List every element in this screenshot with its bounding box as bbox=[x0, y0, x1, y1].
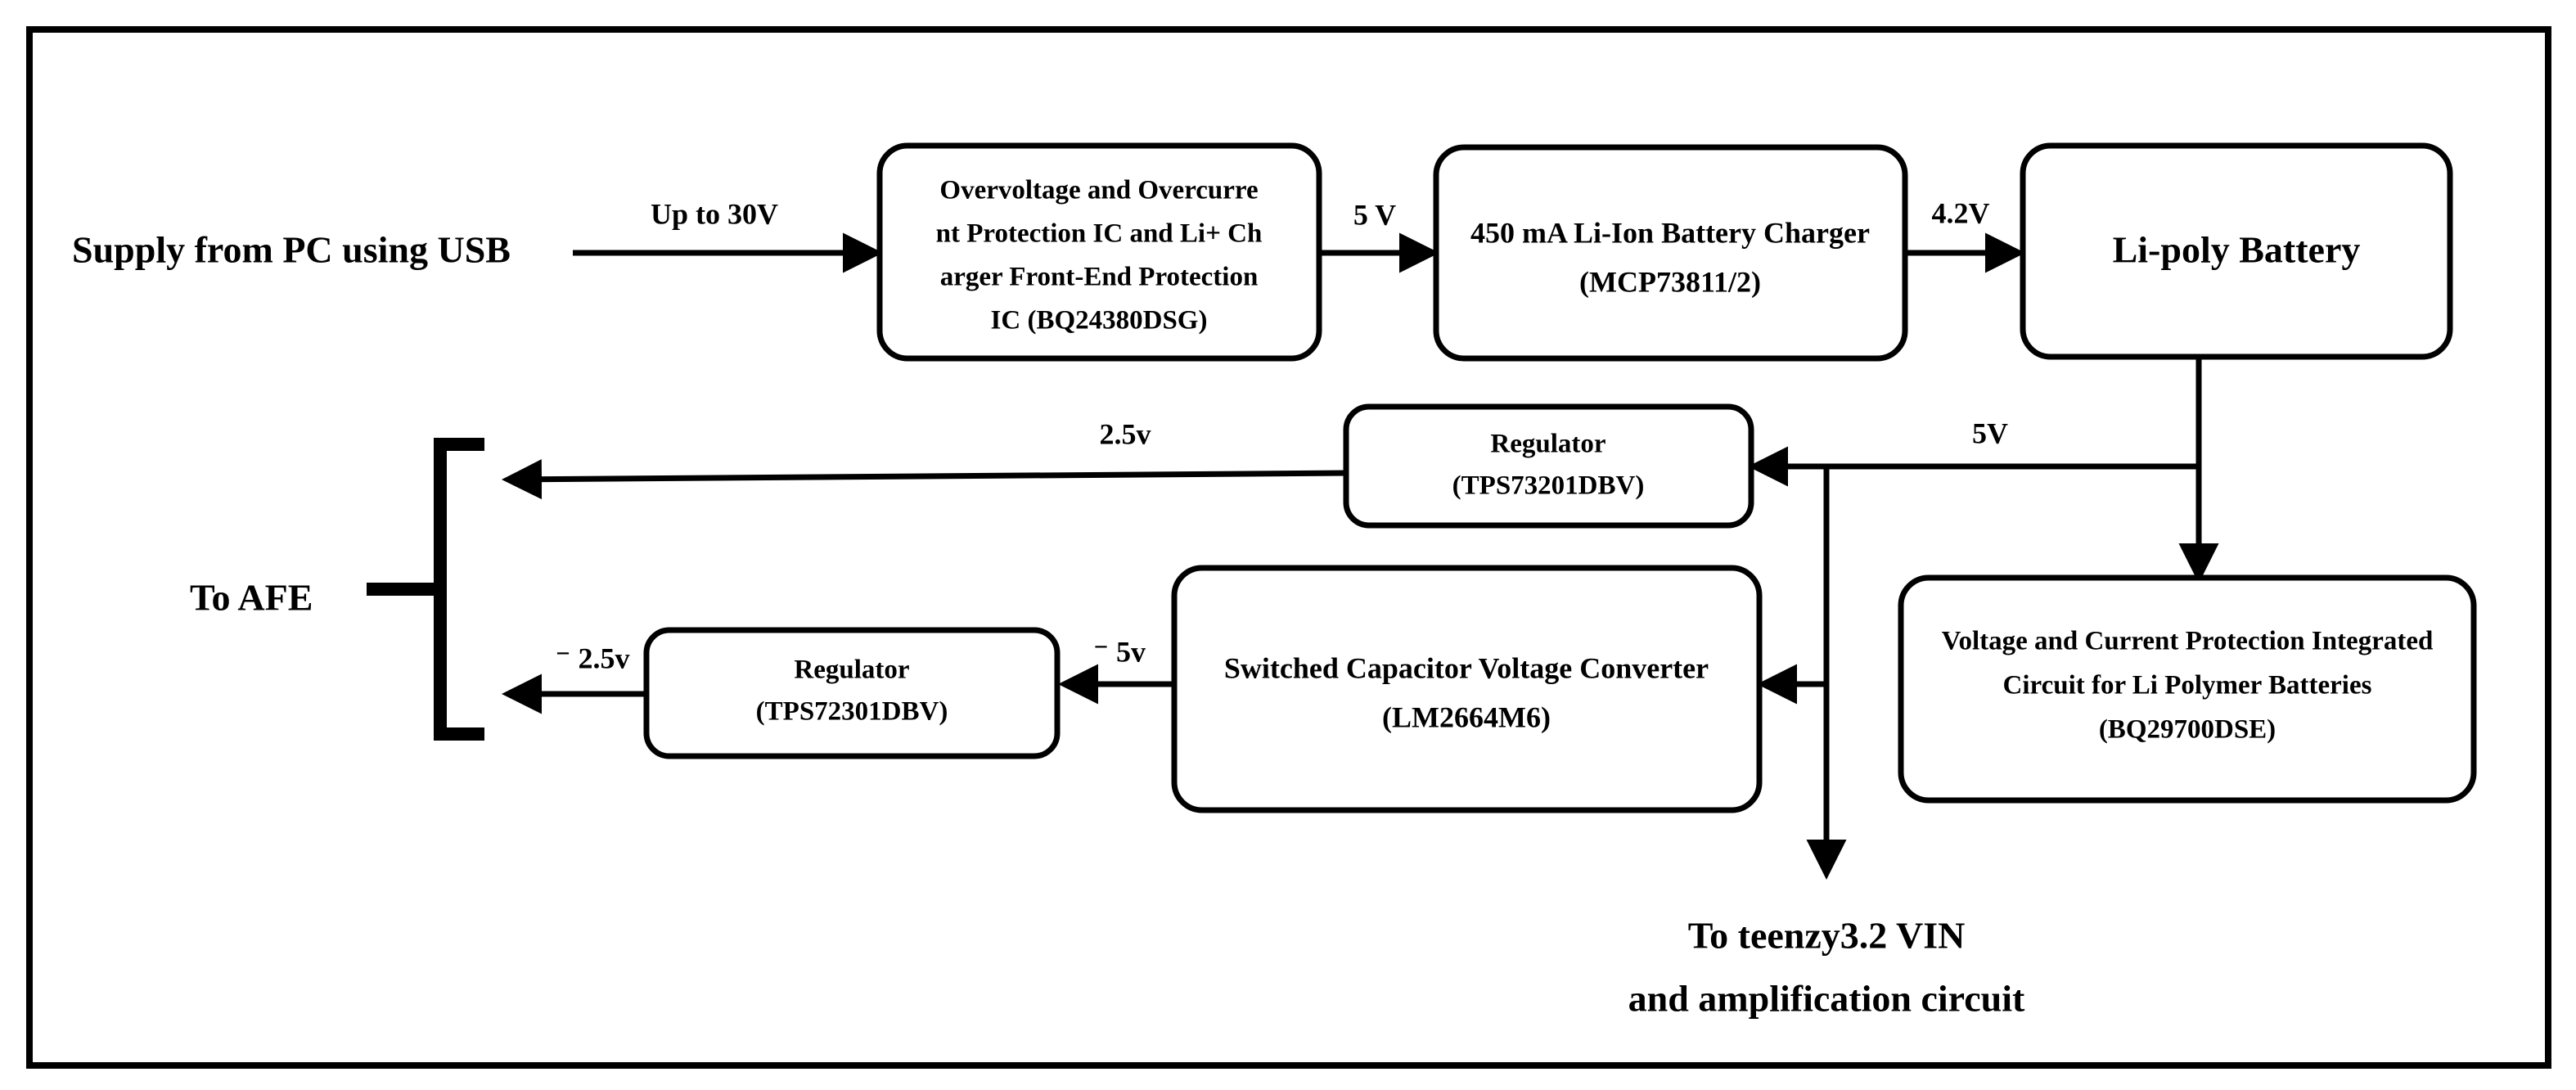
block-protection-bq29700[interactable] bbox=[1898, 574, 2477, 804]
label-to-afe: To AFE bbox=[190, 577, 313, 619]
block-battery-charger-line-2: (MCP73811/2) bbox=[1579, 265, 1761, 298]
block-protection-bq29700-line-2: Circuit for Li Polymer Batteries bbox=[2003, 671, 2372, 700]
block-protection-bq29700-line-1: Voltage and Current Protection Integrate… bbox=[1942, 627, 2434, 656]
block-protection-bq29700-line-3: (BQ29700DSE) bbox=[2099, 715, 2276, 745]
block-protection-ic-line-3: arger Front-End Protection bbox=[940, 263, 1259, 292]
edge-label-up-to-30v: Up to 30V bbox=[651, 197, 778, 230]
edge-label-minus-5v: ⁻ 5v bbox=[1093, 635, 1146, 668]
block-regulator-top-line-1: Regulator bbox=[1490, 430, 1605, 459]
block-regulator-bottom-line-2: (TPS72301DBV) bbox=[756, 697, 948, 727]
edge-label-minus-2-5v: ⁻ 2.5v bbox=[555, 642, 629, 674]
block-protection-ic-line-1: Overvoltage and Overcurre bbox=[939, 176, 1258, 205]
edge-label-5v: 5 V bbox=[1353, 198, 1396, 231]
block-regulator-bottom[interactable] bbox=[643, 627, 1061, 759]
block-li-poly-battery[interactable] bbox=[2020, 142, 2453, 360]
arrow-regulator-top-to-afe bbox=[502, 459, 1349, 500]
outer-frame bbox=[26, 26, 2551, 1069]
edge-label-4-2v: 4.2V bbox=[1932, 196, 1990, 229]
afe-bracket bbox=[434, 438, 484, 741]
block-voltage-converter-line-1: Switched Capacitor Voltage Converter bbox=[1224, 651, 1709, 684]
block-regulator-top-line-2: (TPS73201DBV) bbox=[1452, 471, 1645, 501]
label-teensy-line-1: To teenzy3.2 VIN bbox=[1688, 915, 1966, 957]
label-teensy-line-2: and amplification circuit bbox=[1628, 978, 2025, 1020]
block-regulator-top[interactable] bbox=[1343, 403, 1754, 529]
edge-label-2-5v: 2.5v bbox=[1100, 417, 1151, 450]
block-voltage-converter[interactable] bbox=[1171, 565, 1763, 813]
block-regulator-bottom-line-1: Regulator bbox=[794, 655, 909, 685]
block-battery-charger[interactable] bbox=[1433, 144, 1908, 362]
edge-label-5v-rail: 5V bbox=[1972, 417, 2008, 449]
block-protection-ic-line-2: nt Protection IC and Li+ Ch bbox=[936, 219, 1263, 249]
block-li-poly-battery-line-1: Li-poly Battery bbox=[2113, 229, 2361, 271]
block-protection-ic-line-4: IC (BQ24380DSG) bbox=[991, 306, 1208, 336]
block-voltage-converter-line-2: (LM2664M6) bbox=[1382, 700, 1551, 733]
block-battery-charger-line-1: 450 mA Li-Ion Battery Charger bbox=[1470, 216, 1870, 249]
label-supply-from-pc-usb: Supply from PC using USB bbox=[72, 229, 511, 271]
block-protection-ic[interactable] bbox=[876, 142, 1322, 362]
